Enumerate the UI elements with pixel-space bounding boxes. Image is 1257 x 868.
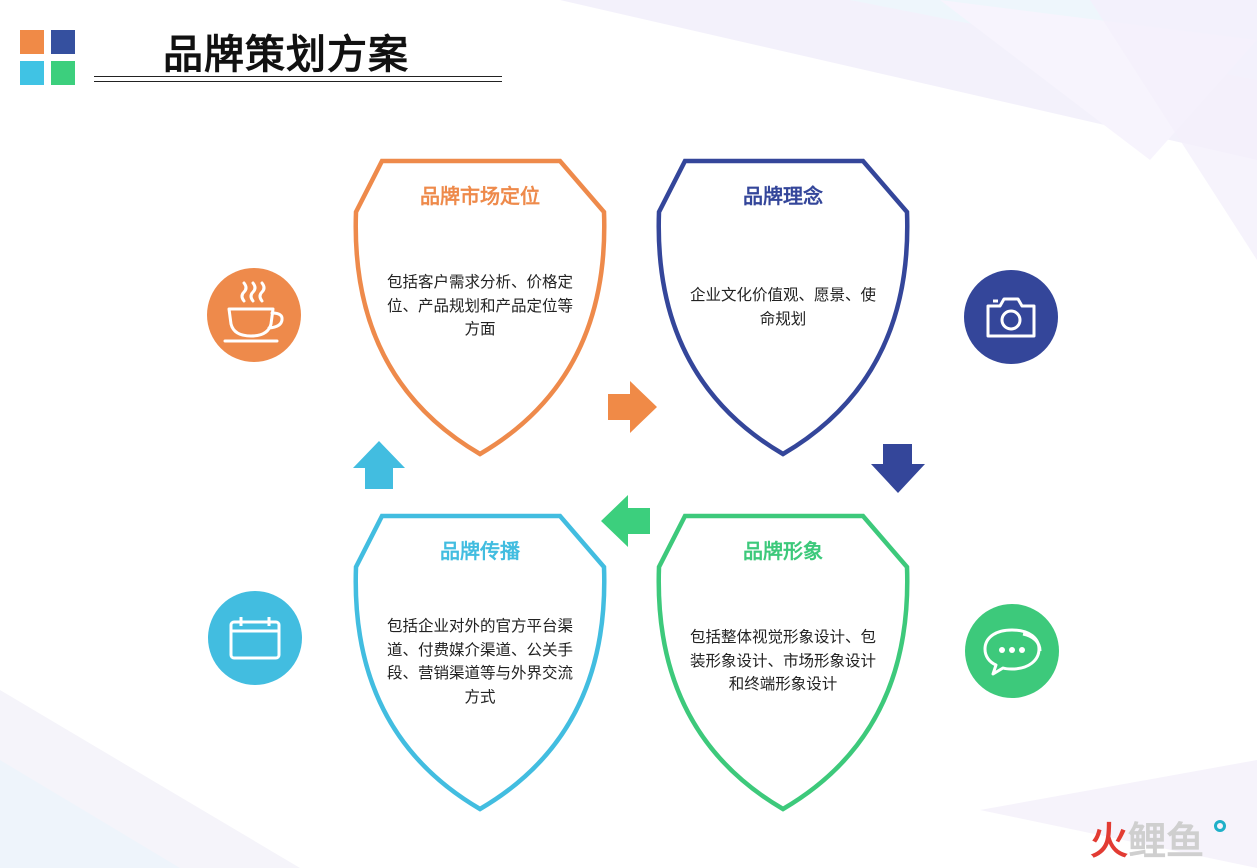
shield-outline [353, 158, 607, 457]
logo-square-cyan [20, 61, 44, 85]
camera-icon-circle [964, 270, 1058, 364]
watermark-dot-icon [1214, 820, 1226, 832]
chat-bubble-icon [983, 628, 1042, 676]
card-title: 品牌理念 [743, 184, 823, 208]
calendar-icon-circle [208, 591, 302, 685]
card-description: 包括客户需求分析、价格定 位、产品规划和产品定位等 方面 [386, 273, 573, 338]
title-underline [94, 76, 502, 83]
logo-square-green [51, 61, 75, 85]
calendar-icon [229, 617, 281, 660]
logo-square-navy [51, 30, 75, 54]
card-description: 企业文化价值观、愿景、使 命规划 [689, 286, 876, 328]
card-brand-communication: 品牌传播 包括企业对外的官方平台渠 道、付费媒介渠道、公关手 段、营销渠道等与外… [352, 513, 608, 813]
logo-square-orange [20, 30, 44, 54]
watermark-text: 鲤鱼 [1128, 819, 1205, 863]
card-title: 品牌市场定位 [420, 184, 540, 208]
watermark: 火鲤鱼 [1090, 818, 1204, 864]
coffee-cup-icon-circle [207, 268, 301, 362]
card-brand-market-positioning: 品牌市场定位 包括客户需求分析、价格定 位、产品规划和产品定位等 方面 [352, 158, 608, 458]
arrow-up-icon [353, 441, 405, 489]
card-title: 品牌形象 [743, 539, 823, 563]
shield-outline [656, 158, 910, 457]
shield-outline [353, 513, 607, 812]
card-description: 包括整体视觉形象设计、包 装形象设计、市场形象设计 和终端形象设计 [689, 628, 876, 693]
shield-outline [656, 513, 910, 812]
page-title: 品牌策划方案 [163, 32, 409, 78]
card-brand-philosophy: 品牌理念 企业文化价值观、愿景、使 命规划 [655, 158, 911, 458]
card-title: 品牌传播 [440, 539, 520, 563]
arrow-down-icon [871, 444, 925, 493]
logo-grid [20, 30, 76, 86]
arrow-left-icon [601, 495, 650, 547]
card-brand-image: 品牌形象 包括整体视觉形象设计、包 装形象设计、市场形象设计 和终端形象设计 [655, 513, 911, 813]
arrow-right-icon [608, 381, 657, 433]
card-description: 包括企业对外的官方平台渠 道、付费媒介渠道、公关手 段、营销渠道等与外界交流 方… [386, 617, 573, 706]
coffee-cup-icon [223, 281, 284, 343]
camera-icon [986, 297, 1036, 338]
chat-bubble-icon-circle [965, 604, 1059, 698]
watermark-fire-glyph: 火 [1090, 819, 1129, 863]
